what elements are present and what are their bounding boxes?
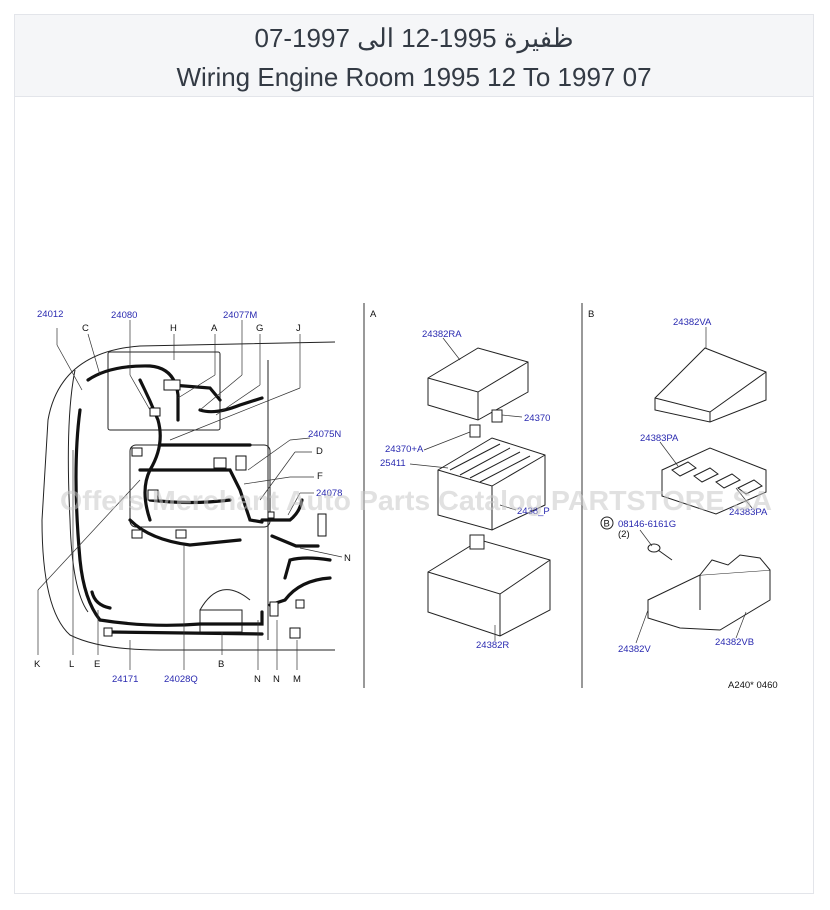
panel-b-leaders (635, 327, 753, 644)
leader-lines (37, 320, 343, 670)
ref-letter-a: A (211, 323, 218, 334)
part-label-24028q: 24028Q (164, 674, 198, 685)
ref-letter-e: E (94, 659, 100, 670)
fuse-box-cover-b (654, 347, 767, 423)
ref-letter-g: G (256, 323, 263, 334)
ref-letter-k: K (34, 659, 41, 670)
page-frame: ظفيرة 1995-12 الى 1997-07 Wiring Engine … (14, 14, 814, 894)
fuse-bracket-b (647, 554, 771, 631)
part-label-24370a: 24370+A (385, 444, 424, 455)
relay-box-cover-a (427, 347, 529, 421)
part-label-24077m: 24077M (223, 310, 257, 321)
relay-box-bracket-a (427, 534, 551, 637)
page-header: ظفيرة 1995-12 الى 1997-07 Wiring Engine … (15, 15, 813, 97)
bolt-badge (600, 516, 614, 530)
part-label-24383pa-1: 24383PA (640, 433, 679, 444)
ref-letter-n-1: N (254, 674, 261, 685)
part-label-24382ra: 24382RA (422, 329, 462, 340)
ref-letter-n-2: N (273, 674, 280, 685)
ref-letter-c: C (82, 323, 89, 334)
relay-24370 (469, 409, 503, 438)
ref-letter-j: J (296, 323, 301, 334)
ref-letter-m: M (293, 674, 301, 685)
part-label-24171: 24171 (112, 674, 138, 685)
ref-letter-b: B (218, 659, 224, 670)
fuse-holder-b (661, 447, 767, 515)
panel-a-label: A (370, 309, 377, 320)
part-label-24078: 24078 (316, 488, 342, 499)
part-label-24075n: 24075N (308, 429, 341, 440)
page-title-arabic: ظفيرة 1995-12 الى 1997-07 (254, 23, 574, 53)
ref-letter-l: L (69, 659, 74, 670)
ref-letter-h: H (170, 323, 177, 334)
part-label-25411: 25411 (380, 458, 406, 469)
ref-letter-d: D (316, 446, 323, 457)
connector-blocks (103, 379, 327, 639)
part-label-24383pa-2: 24383PA (729, 507, 768, 518)
part-label-24370: 24370 (524, 413, 550, 424)
harness-wires (74, 364, 332, 636)
panel-a-leaders (409, 337, 523, 641)
watermark-text: Offers Merchant Auto Parts Catalog PARTS… (60, 485, 772, 516)
part-label-24382v: 24382V (618, 644, 651, 655)
part-label-24382va: 24382VA (673, 317, 712, 328)
part-label-24012: 24012 (37, 309, 63, 320)
relay-box-body-a (437, 437, 546, 531)
part-label-24080: 24080 (111, 310, 137, 321)
diagram-ref-code: A240* 0460 (728, 680, 778, 691)
part-label-2438p: 2438_P (517, 506, 550, 517)
part-label-24382vb: 24382VB (715, 637, 754, 648)
part-qty-2: (2) (618, 529, 630, 540)
ref-letter-n-right: N (344, 553, 351, 564)
ref-letter-f: F (317, 471, 323, 482)
page-title-english: Wiring Engine Room 1995 12 To 1997 07 (176, 62, 652, 92)
panel-b-label: B (588, 309, 594, 320)
bolt-08146 (647, 543, 673, 561)
part-label-08146-6161g: 08146-6161G (618, 519, 676, 530)
bolt-badge-letter: B (604, 519, 610, 530)
part-label-24382r: 24382R (476, 640, 509, 651)
